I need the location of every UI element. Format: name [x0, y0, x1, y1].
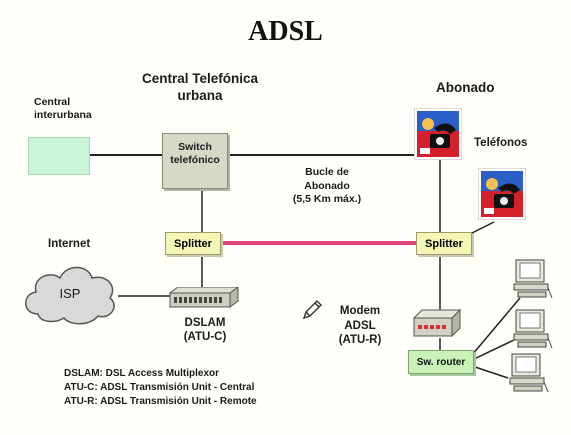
modem-label: Modem ADSL (ATU-R) [338, 305, 382, 346]
telephone-icon [478, 168, 526, 220]
telefonos-label: Teléfonos [474, 137, 528, 149]
computer-icon [513, 259, 553, 299]
legend-atu-c: ATU-C: ADSL Transmisión Unit - Central [64, 382, 255, 393]
central-interurbana-box [28, 137, 90, 175]
modem-device [412, 308, 462, 338]
central-interurbana-label: Central interurbana [34, 96, 92, 121]
splitter-abonado: Splitter [416, 232, 472, 255]
computer-icon [509, 353, 549, 393]
switch-telefonico: Switch telefónico [162, 133, 228, 189]
pencil-icon [302, 300, 322, 320]
cloud-icon [25, 266, 115, 325]
sw-router: Sw. router [408, 350, 474, 374]
splitter-central: Splitter [165, 232, 221, 255]
splitter-abonado-label: Splitter [425, 237, 463, 250]
page-title: ADSL [248, 16, 323, 47]
legend-atu-r: ATU-R: ADSL Transmisión Unit - Remote [64, 396, 257, 407]
splitter-central-label: Splitter [174, 237, 212, 250]
switch-label: Switch telefónico [170, 141, 220, 166]
dslam-device [168, 287, 239, 308]
sw-router-label: Sw. router [416, 356, 466, 368]
internet-label: Internet [48, 238, 91, 250]
dslam-label: DSLAM (ATU-C) [183, 317, 227, 343]
legend-dslam: DSLAM: DSL Access Multiplexor [64, 368, 220, 379]
bucle-label: Bucle de Abonado (5,5 Km máx.) [292, 166, 362, 205]
isp-label: ISP [59, 286, 81, 301]
central-telefonica-label: Central Telefónica urbana [141, 71, 259, 103]
abonado-label: Abonado [436, 80, 495, 95]
computer-icon [513, 309, 553, 349]
telephone-icon [414, 108, 462, 160]
